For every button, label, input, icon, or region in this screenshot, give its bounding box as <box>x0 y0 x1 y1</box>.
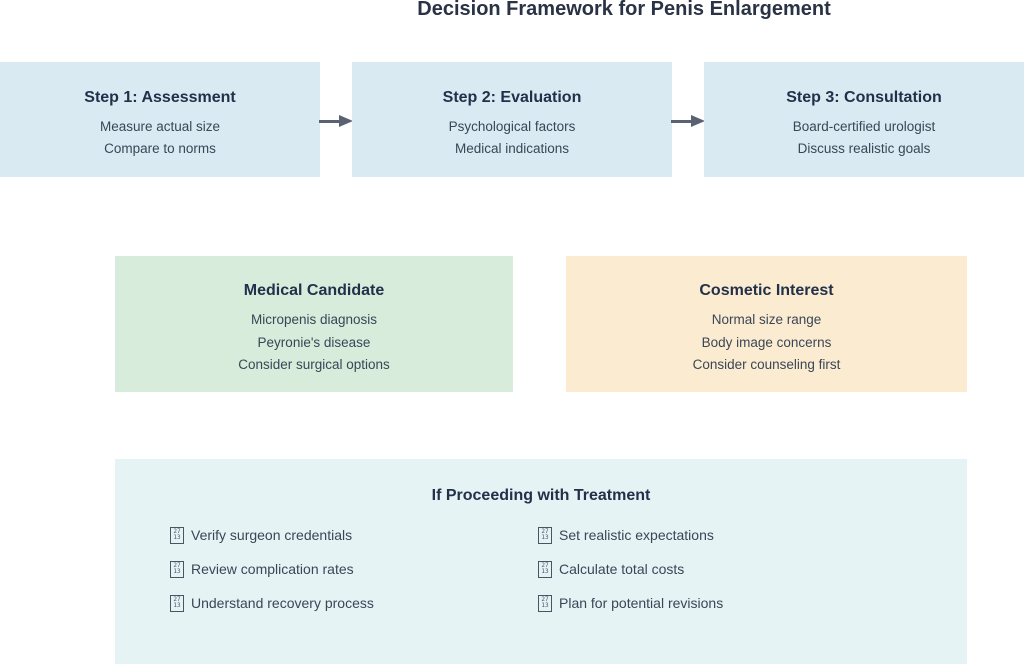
step-1-title: Step 1: Assessment <box>84 89 236 106</box>
arrow-right-icon <box>319 115 353 127</box>
checklist-item-label: Plan for potential revisions <box>559 595 724 611</box>
arrow-shaft <box>319 119 339 123</box>
step-2-line-2: Medical indications <box>454 141 570 156</box>
arrow-head <box>339 115 353 127</box>
cosmetic-line-2: Body image concerns <box>701 334 832 350</box>
medical-line-1: Micropenis diagnosis <box>250 312 378 327</box>
checklist-item-label: Set realistic expectations <box>559 527 714 543</box>
step-1-line-2: Compare to norms <box>104 141 216 156</box>
step-2-box: Step 2: Evaluation Psychological factors… <box>352 62 672 177</box>
arrow-right-icon <box>671 115 705 127</box>
cosmetic-interest-box: Cosmetic Interest Normal size range Body… <box>566 256 967 392</box>
checklist-item-label: Understand recovery process <box>191 595 374 611</box>
step-2-line-1: Psychological factors <box>448 119 576 134</box>
treatment-title: If Proceeding with Treatment <box>431 487 651 504</box>
checklist-item-label: Review complication rates <box>191 561 354 577</box>
medical-candidate-title: Medical Candidate <box>243 282 385 299</box>
checklist-item-label: Calculate total costs <box>559 561 685 577</box>
step-3-line-2: Discuss realistic goals <box>797 141 931 156</box>
step-3-line-1: Board-certified urologist <box>792 119 936 134</box>
cosmetic-line-1: Normal size range <box>711 312 822 327</box>
page-title: Decision Framework for Penis Enlargement <box>417 0 831 20</box>
step-1-box: Step 1: Assessment Measure actual size C… <box>0 62 320 177</box>
arrow-shaft <box>671 119 691 123</box>
checklist-item-label: Verify surgeon credentials <box>191 527 353 543</box>
step-3-box: Step 3: Consultation Board-certified uro… <box>704 62 1024 177</box>
medical-line-2: Peyronie's disease <box>257 334 371 350</box>
arrow-head <box>691 115 705 127</box>
medical-line-3: Consider surgical options <box>238 357 390 372</box>
cosmetic-interest-title: Cosmetic Interest <box>699 282 834 299</box>
cosmetic-line-3: Consider counseling first <box>692 357 841 372</box>
medical-candidate-box: Medical Candidate Micropenis diagnosis P… <box>115 256 513 392</box>
step-1-line-1: Measure actual size <box>99 119 221 134</box>
step-3-title: Step 3: Consultation <box>786 89 942 106</box>
step-2-title: Step 2: Evaluation <box>442 89 582 106</box>
